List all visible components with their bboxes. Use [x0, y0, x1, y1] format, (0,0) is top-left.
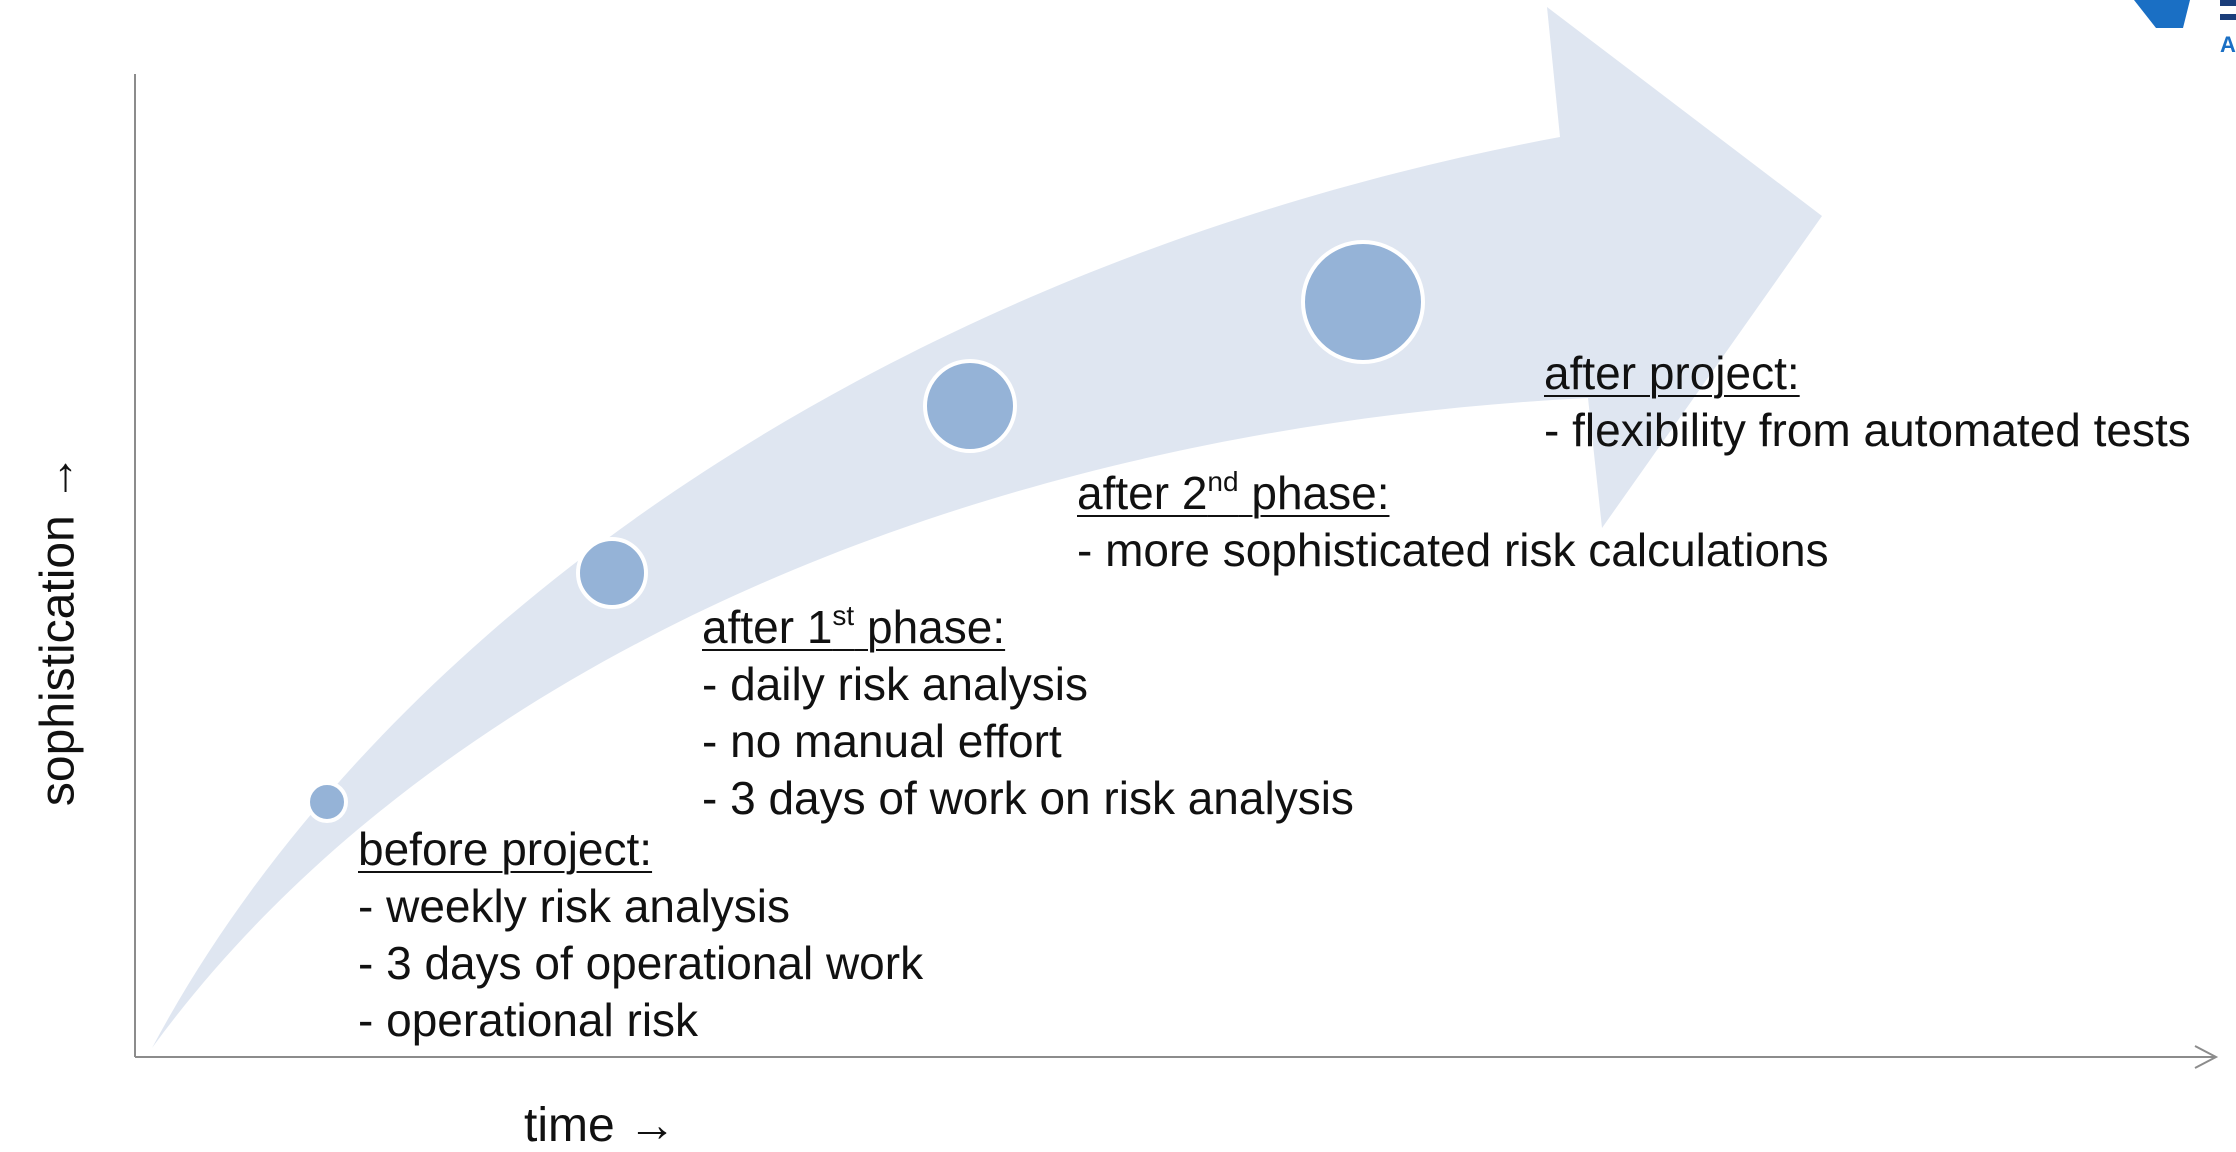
heading-main: after 2 [1077, 467, 1208, 519]
company-logo: A [2134, 0, 2236, 57]
stage-after-phase-2: after 2nd phase: more sophisticated risk… [1077, 465, 1829, 579]
milestone-dot-before-project [306, 781, 348, 823]
y-axis-label: sophistication → [31, 453, 85, 807]
milestone-dot-after-project [1301, 240, 1425, 364]
x-axis-arrowhead [2194, 1045, 2219, 1069]
milestone-dot-phase-1 [576, 537, 648, 609]
stage-item: no manual effort [702, 713, 1354, 770]
x-axis-label: time → [524, 1099, 677, 1152]
stage-item: more sophisticated risk calculations [1077, 522, 1829, 579]
stage-heading: before project: [358, 823, 653, 875]
stage-heading: after 1st phase: [702, 599, 1354, 656]
heading-main: after 1 [702, 601, 833, 653]
logo-text: A [2220, 32, 2236, 57]
stage-item: flexibility from automated tests [1544, 402, 2191, 459]
heading-tail: phase: [854, 601, 1006, 653]
stage-item: daily risk analysis [702, 656, 1354, 713]
heading-tail: phase: [1238, 467, 1390, 519]
stage-item: weekly risk analysis [358, 878, 923, 935]
stage-before-project: before project: weekly risk analysis 3 d… [358, 821, 923, 1049]
stage-item: operational risk [358, 992, 923, 1049]
heading-superscript: st [832, 600, 855, 631]
heading-superscript: nd [1207, 466, 1239, 497]
stage-heading: after project: [1544, 347, 1800, 399]
stage-item: 3 days of work on risk analysis [702, 770, 1354, 827]
stage-after-phase-1: after 1st phase: daily risk analysis no … [702, 599, 1354, 827]
milestone-dot-phase-2 [923, 359, 1017, 453]
stage-after-project: after project: flexibility from automate… [1544, 345, 2191, 459]
stage-heading: after 2nd phase: [1077, 465, 1829, 522]
stage-item: 3 days of operational work [358, 935, 923, 992]
